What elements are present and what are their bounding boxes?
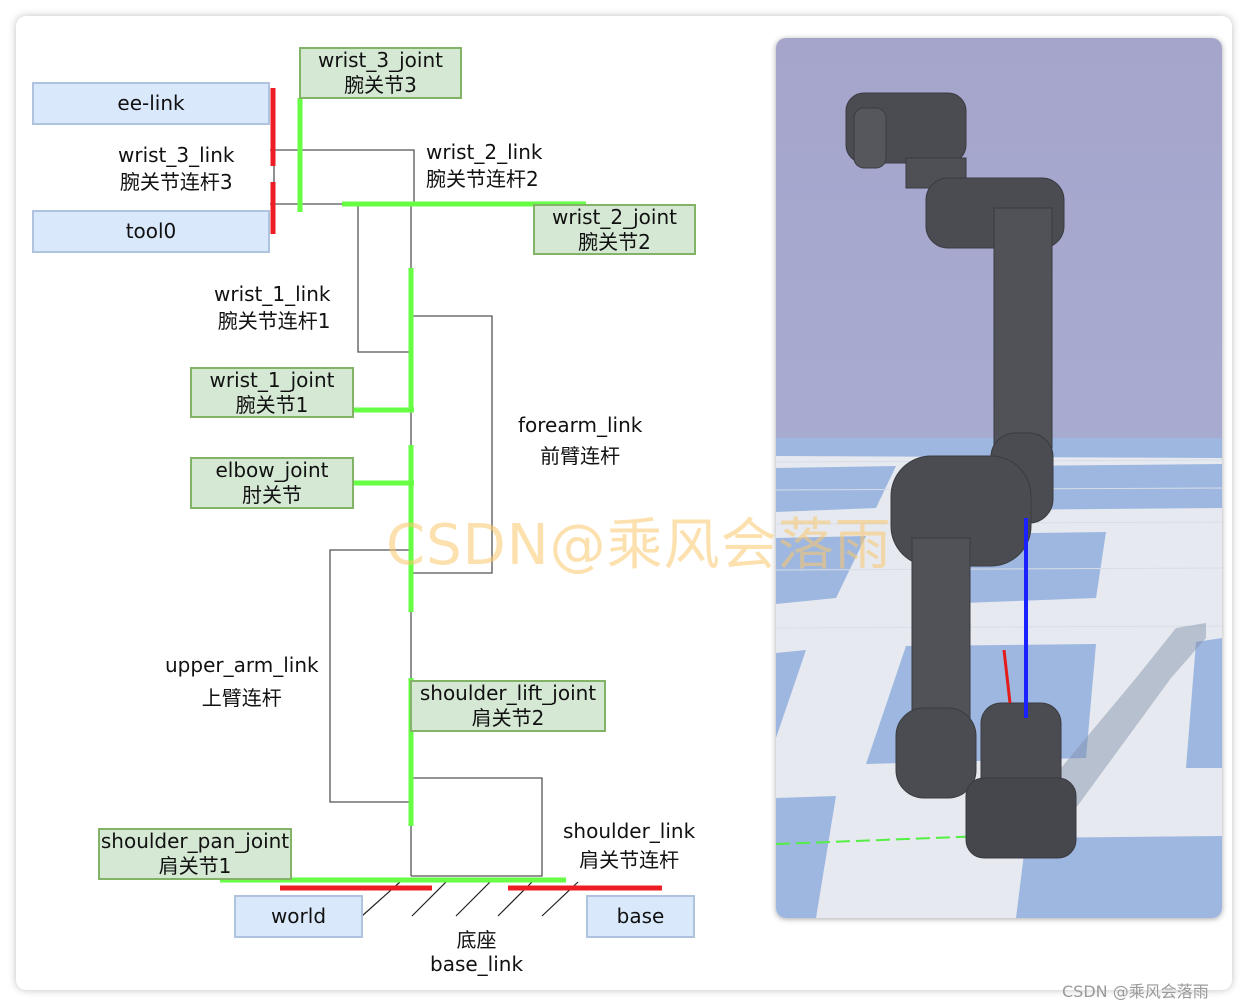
shoulder-lift-joint-name: shoulder_lift_joint: [419, 681, 597, 705]
ee-link-label: ee-link: [117, 91, 185, 115]
robot-arm-render: [776, 38, 1222, 918]
robot-shadow: [1036, 623, 1206, 808]
forearm-link-label: forearm_link 前臂连杆: [518, 412, 642, 470]
shoulder-link-cn: 肩关节连杆: [579, 848, 680, 872]
forearm-link-name: forearm_link: [518, 413, 643, 437]
wrist-2-link-line: [357, 204, 411, 353]
watermark-corner: CSDN @乘风会落雨: [1062, 982, 1209, 1001]
forearm-link-cn: 前臂连杆: [540, 444, 621, 468]
world-label: world: [270, 904, 327, 928]
upper-arm-link-line: [329, 549, 411, 803]
wrist-2-link-cn: 腕关节连杆2: [426, 167, 539, 191]
ee-link-box: ee-link: [32, 82, 270, 125]
base-box: base: [586, 895, 695, 938]
elbow-joint-cn: 肘关节: [242, 483, 302, 507]
base-link-label: 底座 base_link: [430, 928, 523, 976]
wrist-3-link-line: [270, 149, 415, 204]
wrist-1-joint-name: wrist_1_joint: [209, 367, 335, 392]
upper-arm-link-label: upper_arm_link 上臂连杆: [165, 652, 319, 712]
wrist-2-joint-box: wrist_2_joint 腕关节2: [533, 204, 696, 255]
wrist-3-joint-box: wrist_3_joint 腕关节3: [299, 47, 462, 99]
wrist-1-link-name: wrist_1_link: [214, 282, 331, 306]
robot-arm-scene: [776, 38, 1222, 918]
world-box: world: [234, 895, 363, 938]
tool0-box: tool0: [32, 210, 270, 253]
shoulder-lift-joint-box: shoulder_lift_joint 肩关节2: [410, 680, 606, 732]
wrist-3-link-cn: 腕关节连杆3: [119, 170, 233, 194]
wrist-2-link-name: wrist_2_link: [426, 140, 543, 164]
wrist-2-link-label: wrist_2_link 腕关节连杆2: [426, 139, 543, 193]
x-axis-marker: [1002, 649, 1012, 704]
wrist-1-link-label: wrist_1_link 腕关节连杆1: [214, 281, 331, 335]
base-link-name: base_link: [430, 952, 524, 976]
upper-arm-link-name: upper_arm_link: [165, 653, 319, 677]
wrist-1-link-cn: 腕关节连杆1: [217, 309, 331, 333]
shoulder-link-label: shoulder_link 肩关节连杆: [563, 818, 695, 874]
elbow-joint-box: elbow_joint 肘关节: [190, 457, 354, 509]
shoulder-link-line: [411, 777, 543, 877]
shoulder-pan-joint-cn: 肩关节1: [158, 854, 232, 878]
wrist-2-joint-cn: 腕关节2: [578, 229, 651, 254]
wrist-3-joint-cn: 腕关节3: [344, 73, 417, 97]
elbow-joint-name: elbow_joint: [215, 458, 329, 482]
shoulder-lift-joint-cn: 肩关节2: [471, 706, 545, 730]
watermark-center: CSDN@乘风会落雨: [386, 513, 892, 578]
x-axis-floor-line: [776, 835, 987, 845]
shoulder-pan-joint-name: shoulder_pan_joint: [100, 829, 290, 853]
wrist-3-link-name: wrist_3_link: [118, 143, 235, 167]
wrist-1-joint-box: wrist_1_joint 腕关节1: [190, 367, 354, 418]
wrist-1-link-line: [411, 315, 493, 574]
wrist-1-joint-cn: 腕关节1: [235, 392, 309, 417]
wrist-2-joint-name: wrist_2_joint: [552, 204, 677, 229]
base-label: base: [616, 904, 665, 928]
shoulder-link-name: shoulder_link: [563, 819, 696, 843]
shoulder-pan-joint-box: shoulder_pan_joint 肩关节1: [98, 828, 292, 880]
wrist-3-joint-name: wrist_3_joint: [318, 48, 443, 72]
tool0-label: tool0: [125, 219, 177, 243]
robot-body: [845, 92, 1077, 859]
base-link-cn: 底座: [456, 928, 497, 952]
upper-arm-link-cn: 上臂连杆: [201, 686, 282, 710]
wrist-3-link-label: wrist_3_link 腕关节连杆3: [118, 142, 235, 196]
